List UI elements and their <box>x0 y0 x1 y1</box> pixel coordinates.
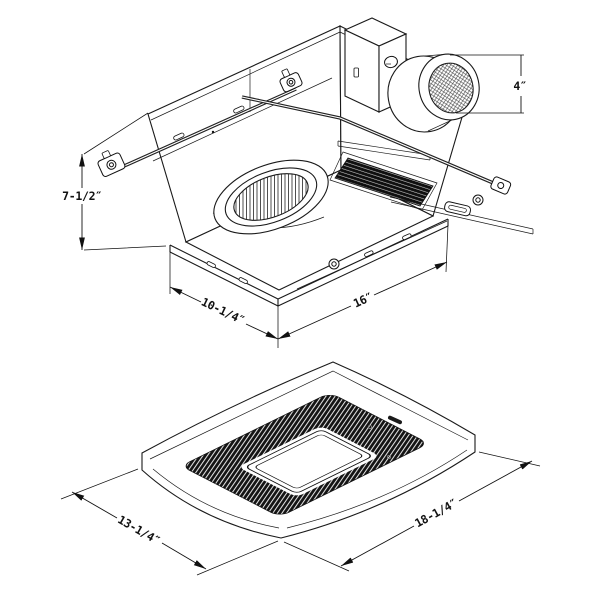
knockout <box>384 55 398 69</box>
duct-damper-mesh <box>428 62 474 114</box>
turnbuckle-plate <box>444 201 472 217</box>
keyhole-center <box>331 261 337 267</box>
rail-bracket-keyhole <box>279 68 303 93</box>
flange-slot <box>364 250 374 258</box>
keyhole-center <box>475 197 481 203</box>
rail-slot <box>173 132 185 141</box>
light-lens <box>241 427 377 496</box>
mounting-rail-left <box>97 68 303 177</box>
flange-slot <box>238 277 248 284</box>
blower-inlet <box>212 159 329 235</box>
flange-slot <box>402 233 412 241</box>
mounting-rail-right <box>241 95 534 235</box>
cable-clamp-slot <box>353 67 359 78</box>
keyhole <box>328 258 340 270</box>
duct-collar <box>387 53 480 133</box>
junction-box <box>343 17 408 113</box>
screw-mark <box>386 454 391 459</box>
keyhole <box>472 194 484 206</box>
vent-grate <box>329 140 438 211</box>
housing-view: 7-1/2″ 4″ 10-1/4″ 16″ <box>62 17 534 348</box>
duct-diameter-label: 4″ <box>513 79 526 93</box>
screw-dot <box>211 130 215 134</box>
grille-view: 13-1/4″ 18-1/4″ <box>60 361 541 576</box>
screw-mark <box>367 424 372 429</box>
flange-slot <box>206 261 216 268</box>
grille-depth-label: 13-1/4″ <box>115 512 162 547</box>
rail-bracket-keyhole <box>97 150 126 177</box>
rail-end-tab <box>490 176 512 195</box>
dim-housing-height: 7-1/2″ <box>62 112 167 251</box>
housing-width-label: 16″ <box>351 290 375 311</box>
logo-mark <box>387 415 402 425</box>
rail-slot <box>233 105 245 114</box>
housing-height-label: 7-1/2″ <box>62 189 102 203</box>
dim-duct-diameter: 4″ <box>450 54 527 114</box>
grille-width-label: 18-1/4″ <box>412 496 459 531</box>
housing-depth-label: 10-1/4″ <box>199 295 247 328</box>
